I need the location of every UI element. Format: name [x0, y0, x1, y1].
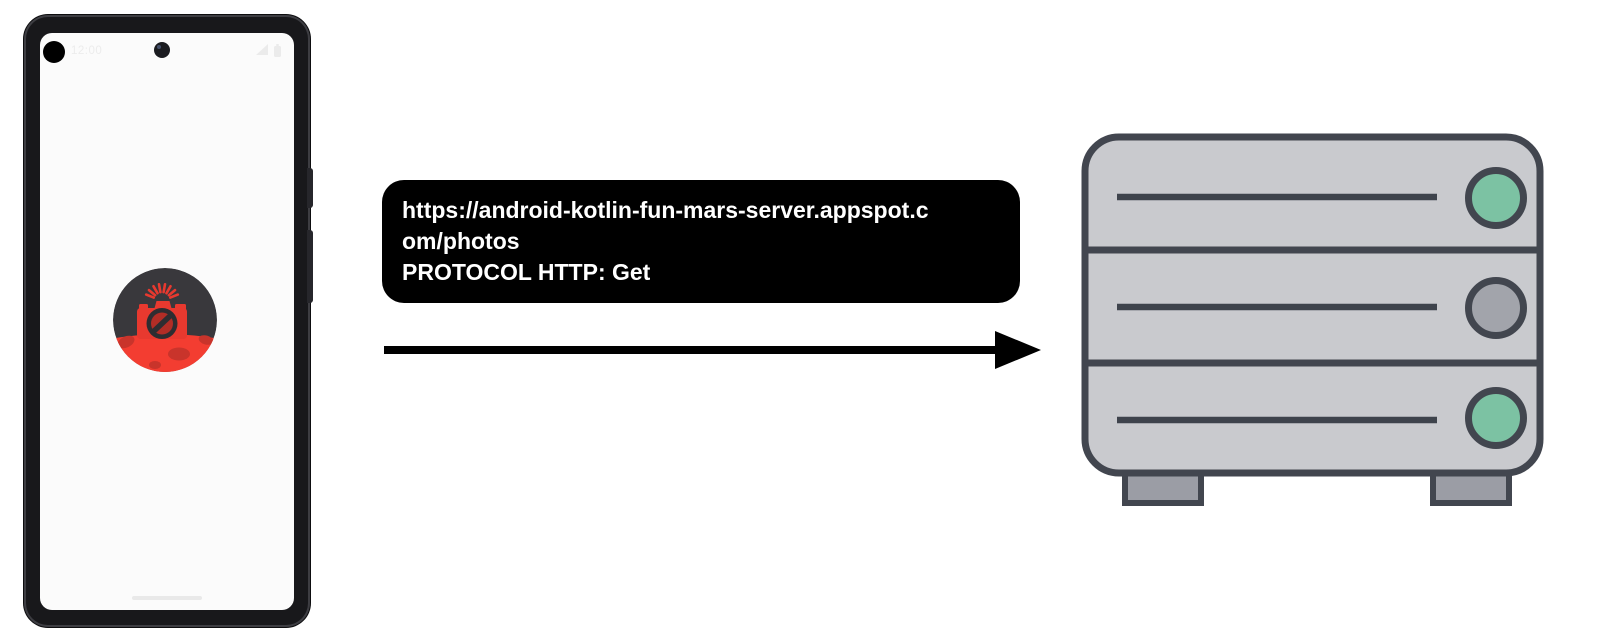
signal-icon	[256, 44, 268, 55]
request-url-line-1: https://android-kotlin-fun-mars-server.a…	[402, 197, 929, 223]
status-icons	[256, 44, 281, 57]
drive-slots	[1117, 193, 1437, 424]
server-icon	[1081, 133, 1544, 506]
led-indicator	[1465, 387, 1527, 449]
crater	[168, 347, 190, 361]
battery-cap	[276, 44, 279, 46]
request-url-line-2: om/photos	[402, 228, 520, 254]
crater	[117, 335, 135, 349]
mars-craters	[117, 335, 214, 369]
nav-handle	[132, 596, 202, 600]
led-indicator	[1465, 167, 1527, 229]
lens-slash	[151, 313, 173, 334]
led-indicator	[1465, 277, 1527, 339]
camera-glint	[157, 45, 161, 49]
request-bubble: https://android-kotlin-fun-mars-server.a…	[382, 180, 1020, 303]
status-time: 12:00	[71, 45, 103, 57]
request-protocol-line: PROTOCOL HTTP: Get	[402, 259, 651, 285]
battery-icon	[274, 46, 281, 57]
arrow-head	[995, 331, 1041, 369]
volume-button	[307, 230, 313, 303]
crater	[149, 361, 161, 369]
phone-screen: 12:00	[40, 33, 294, 610]
front-camera-icon	[154, 42, 170, 58]
flash-rays-icon	[144, 282, 180, 299]
power-button	[307, 168, 313, 208]
phone-device: 12:00	[24, 15, 313, 627]
crater	[198, 335, 214, 345]
mars-photos-app-icon	[113, 268, 217, 372]
black-dot	[43, 41, 65, 63]
request-arrow	[384, 331, 1041, 369]
